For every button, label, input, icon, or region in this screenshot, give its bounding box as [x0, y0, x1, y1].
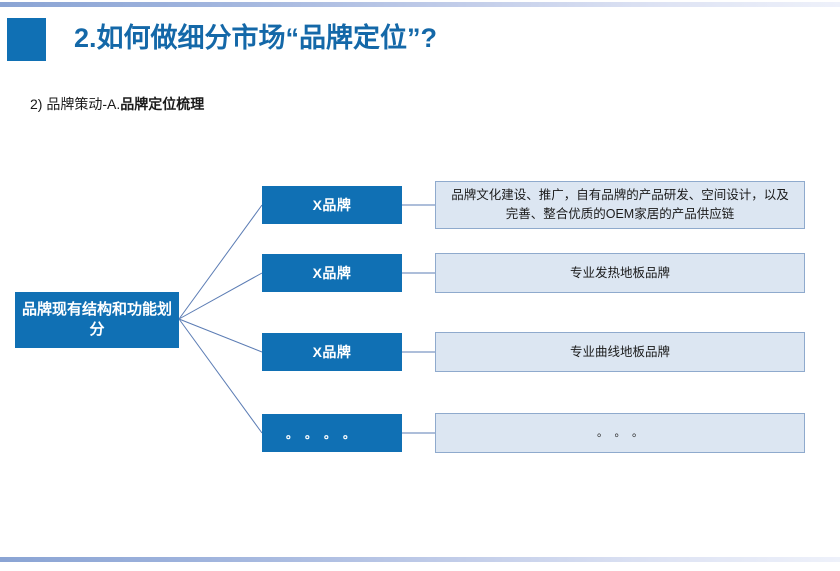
- slide-header: 2.如何做细分市场“品牌定位”?: [0, 16, 840, 64]
- page-title: 2.如何做细分市场“品牌定位”?: [74, 23, 438, 53]
- connector-root-to-row-0: [178, 204, 263, 320]
- root-node-brand-structure[interactable]: 品牌现有结构和功能划分: [15, 292, 179, 348]
- description-node-3-placeholder[interactable]: 。。。: [435, 413, 805, 453]
- connector-root-to-row-2: [178, 318, 263, 353]
- connector-root-to-row-3: [178, 318, 263, 434]
- subtitle-lead: 2) 品牌策动-A.: [30, 96, 121, 112]
- subtitle-strong: 品牌定位梳理: [120, 96, 205, 112]
- top-gradient-rule: [0, 2, 840, 7]
- description-node-0[interactable]: 品牌文化建设、推广，自有品牌的产品研发、空间设计，以及完善、整合优质的OEM家居…: [435, 181, 805, 229]
- connector-root-to-row-1: [178, 272, 263, 320]
- description-node-1[interactable]: 专业发热地板品牌: [435, 253, 805, 293]
- description-node-2[interactable]: 专业曲线地板品牌: [435, 332, 805, 372]
- bottom-gradient-rule: [0, 557, 840, 562]
- brand-node-1[interactable]: X品牌: [262, 254, 402, 292]
- slide-subtitle: 2) 品牌策动-A.品牌定位梳理: [30, 94, 204, 114]
- brand-node-2[interactable]: X品牌: [262, 333, 402, 371]
- title-accent-square: [7, 18, 46, 61]
- brand-node-0[interactable]: X品牌: [262, 186, 402, 224]
- brand-node-3-placeholder[interactable]: 。。。。: [262, 414, 402, 452]
